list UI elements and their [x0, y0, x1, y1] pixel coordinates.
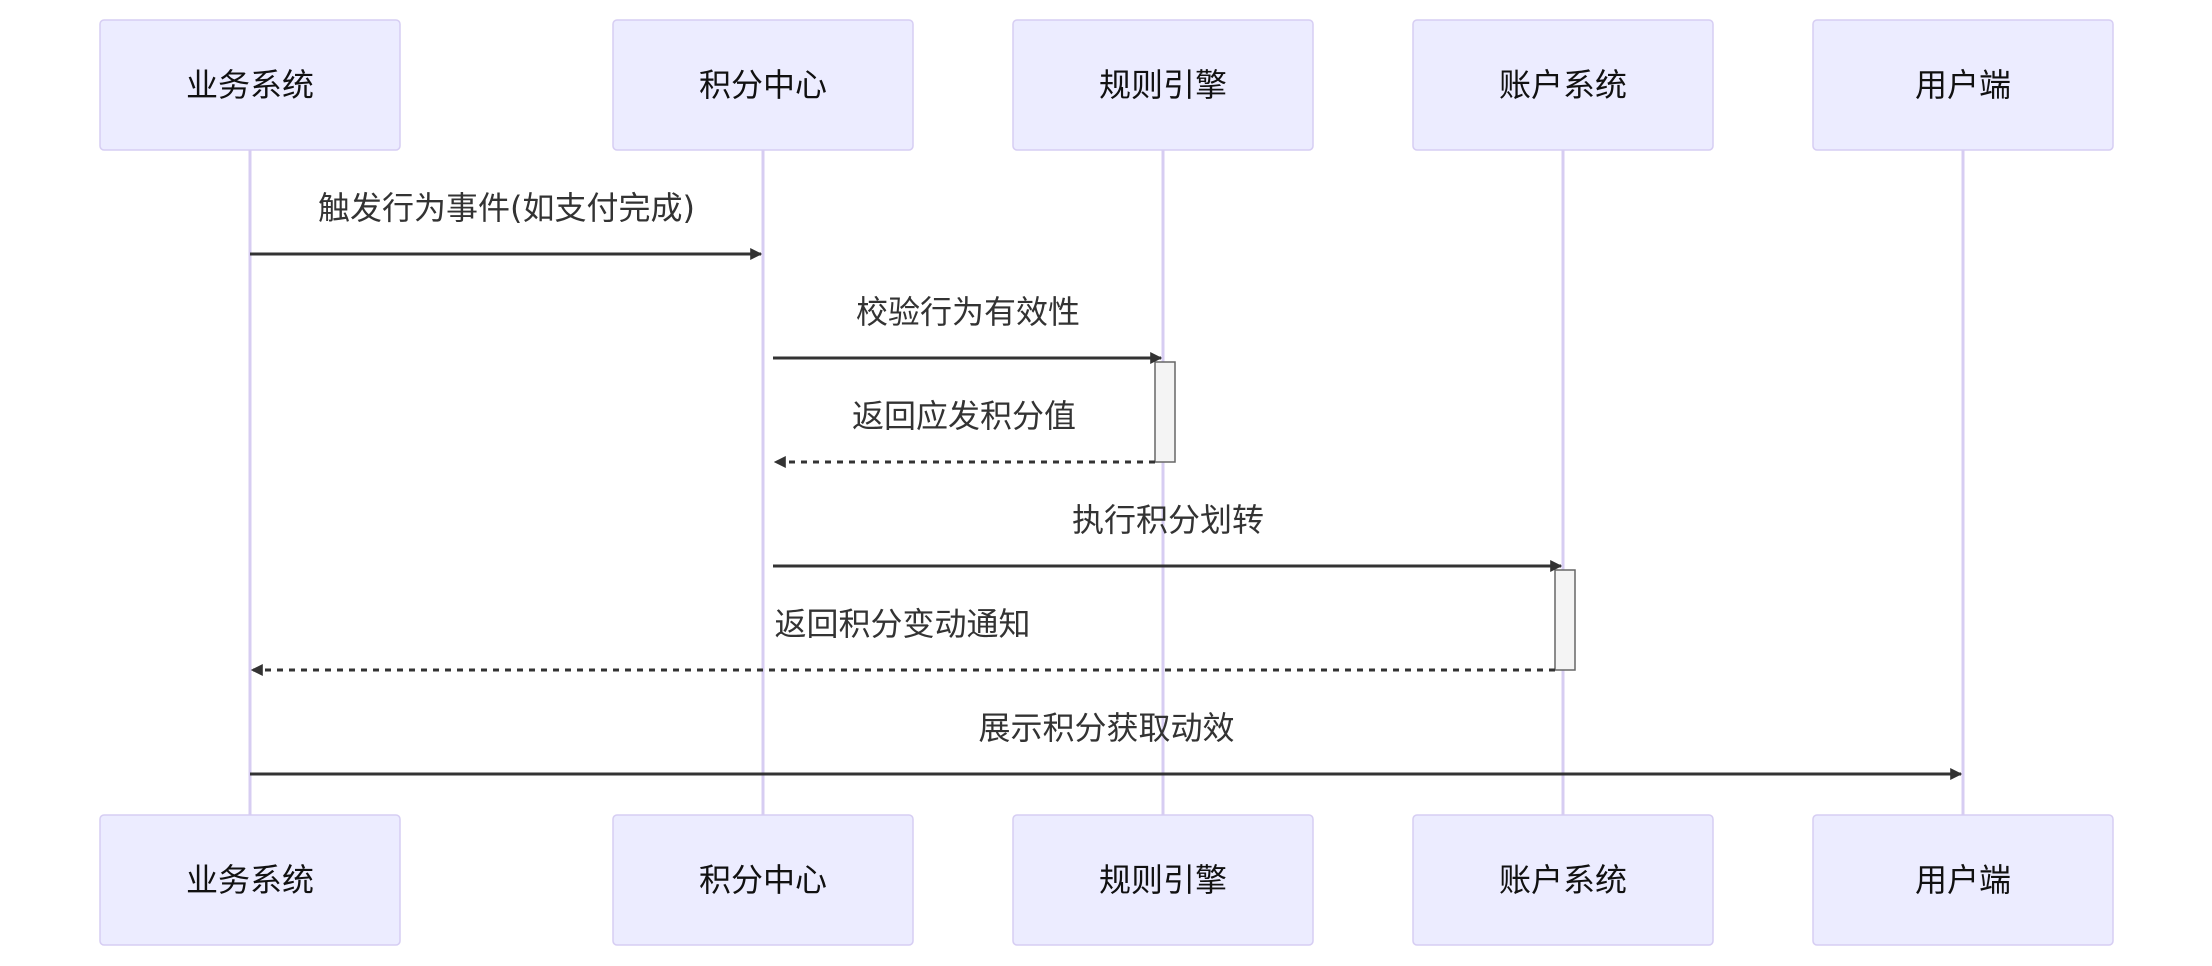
message-label: 返回应发积分值	[852, 397, 1076, 435]
actor-label: 积分中心	[699, 861, 827, 899]
actor-label: 用户端	[1915, 66, 2011, 104]
actors-bottom: 业务系统 积分中心 规则引擎 账户系统 用户端	[99, 814, 2114, 946]
actor-box	[612, 814, 914, 946]
actor-label: 账户系统	[1499, 861, 1627, 899]
message-label: 校验行为有效性	[856, 293, 1080, 331]
activation-account	[1554, 569, 1576, 671]
actor-box	[1812, 19, 2114, 151]
actor-biz-top: 业务系统	[99, 19, 401, 151]
actor-label: 账户系统	[1499, 66, 1627, 104]
actor-label: 用户端	[1915, 861, 2011, 899]
actor-box	[612, 19, 914, 151]
actor-client-bottom: 用户端	[1812, 814, 2114, 946]
actor-label: 规则引擎	[1099, 861, 1227, 899]
actor-box	[99, 19, 401, 151]
actor-label: 业务系统	[186, 861, 314, 899]
actors-top: 业务系统 积分中心 规则引擎 账户系统 用户端	[99, 19, 2114, 151]
message-2: 返回应发积分值	[773, 397, 1155, 468]
actor-label: 积分中心	[699, 66, 827, 104]
actor-account-top: 账户系统	[1412, 19, 1714, 151]
actor-label: 业务系统	[186, 66, 314, 104]
activation-rules	[1154, 361, 1176, 463]
actor-biz-bottom: 业务系统	[99, 814, 401, 946]
actor-box	[1812, 814, 2114, 946]
messages: 触发行为事件(如支付完成) 校验行为有效性返回应发积分值执行积分划转返回积分变动通…	[250, 189, 1963, 780]
actor-box	[1012, 814, 1314, 946]
message-1: 校验行为有效性	[773, 293, 1163, 364]
actor-account-bottom: 账户系统	[1412, 814, 1714, 946]
actor-label: 规则引擎	[1099, 66, 1227, 104]
actor-points-bottom: 积分中心	[612, 814, 914, 946]
message-5: 展示积分获取动效	[250, 709, 1963, 780]
actor-client-top: 用户端	[1812, 19, 2114, 151]
lifelines	[248, 150, 1965, 815]
message-3: 执行积分划转	[773, 501, 1563, 572]
activations	[1154, 361, 1576, 671]
message-label: 返回积分变动通知	[774, 605, 1030, 643]
actor-box	[1012, 19, 1314, 151]
message-label: 执行积分划转	[1072, 501, 1264, 539]
actor-box	[1412, 19, 1714, 151]
actor-points-top: 积分中心	[612, 19, 914, 151]
actor-rules-bottom: 规则引擎	[1012, 814, 1314, 946]
message-4: 返回积分变动通知	[250, 605, 1555, 676]
message-label: 展示积分获取动效	[978, 709, 1234, 747]
actor-box	[1412, 814, 1714, 946]
actor-box	[99, 814, 401, 946]
message-label: 触发行为事件(如支付完成)	[318, 189, 695, 227]
message-0: 触发行为事件(如支付完成)	[250, 189, 763, 260]
actor-rules-top: 规则引擎	[1012, 19, 1314, 151]
